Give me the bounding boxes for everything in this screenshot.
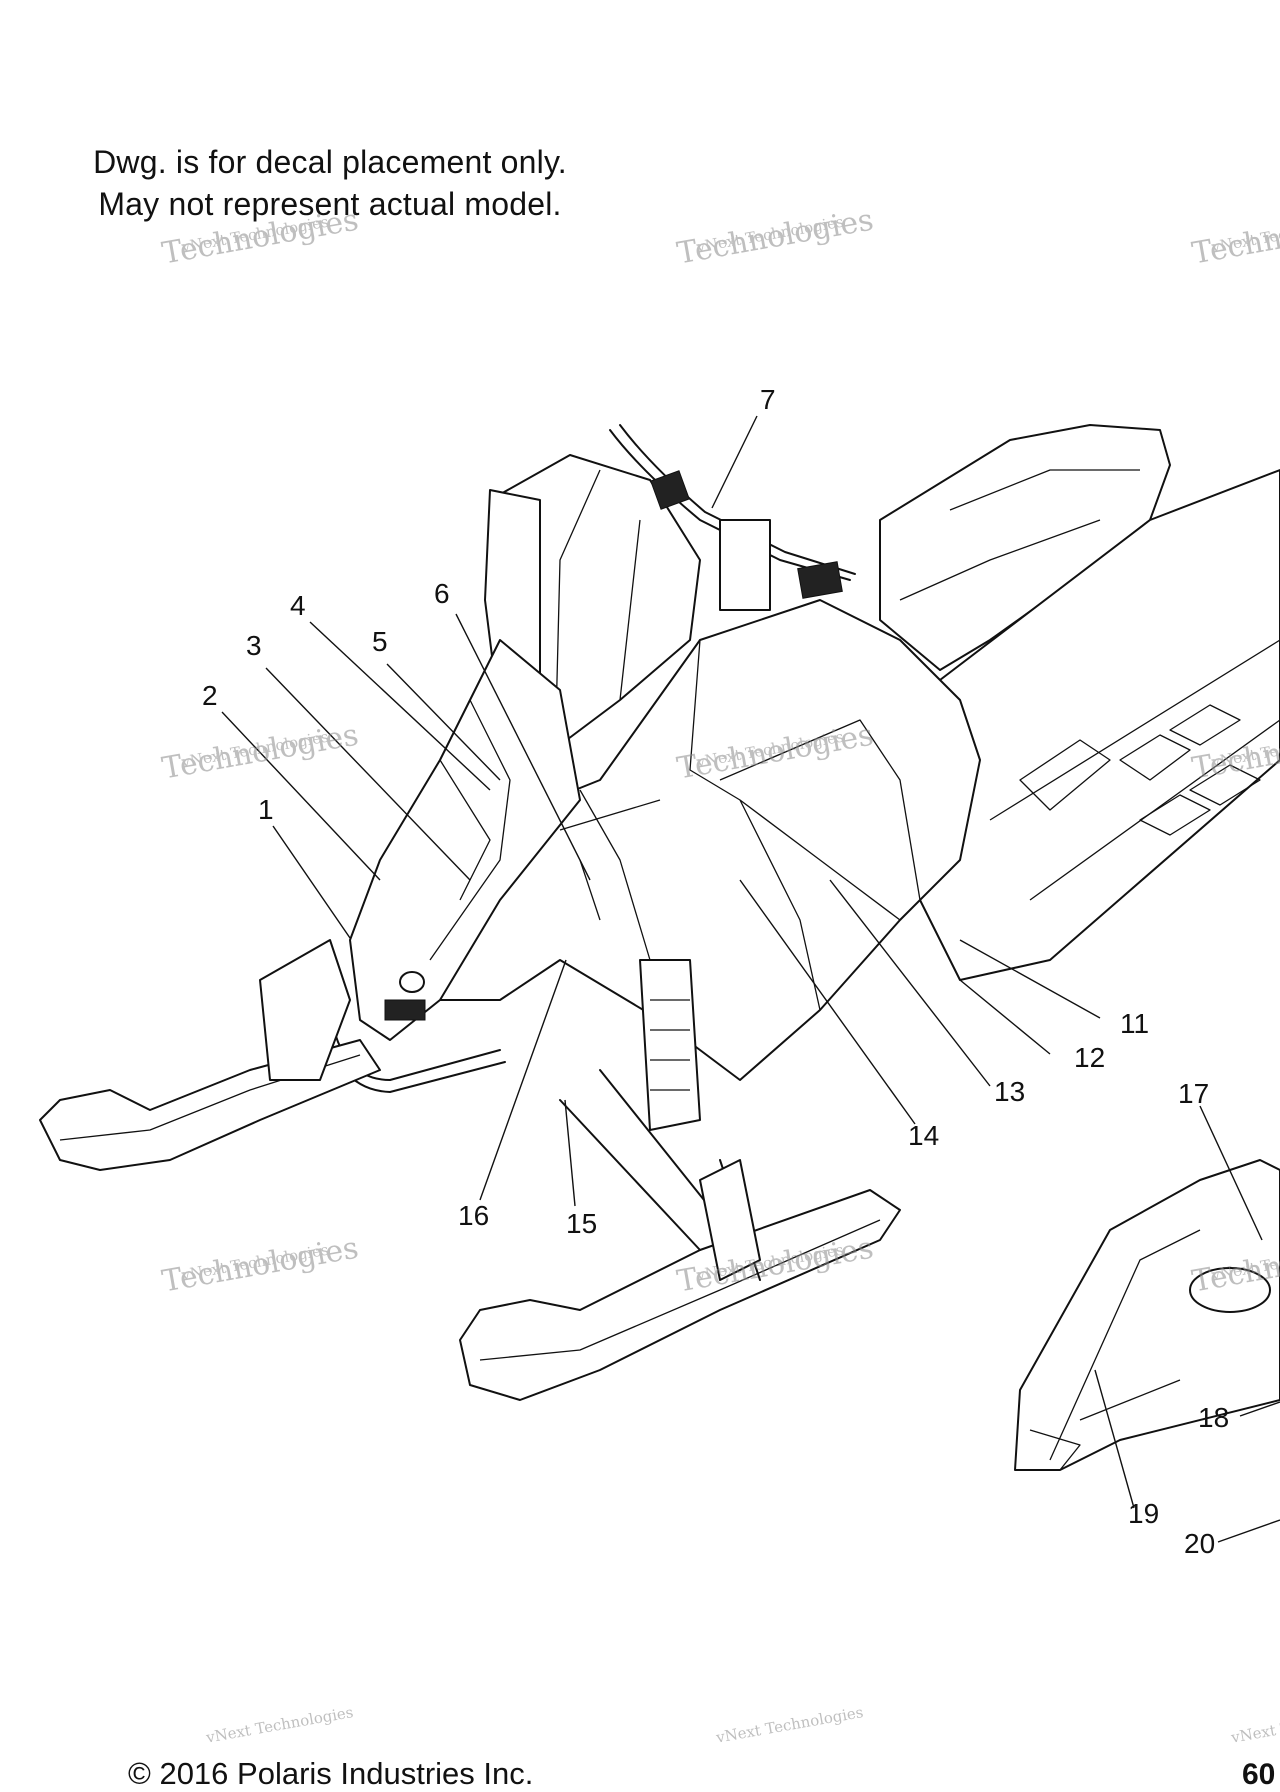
tunnel xyxy=(919,469,1280,981)
callout-12: 12 xyxy=(1074,1042,1106,1073)
callout-16: 16 xyxy=(458,1200,490,1231)
front-suspension xyxy=(559,959,761,1281)
callout-18: 18 xyxy=(1198,1402,1230,1433)
left-ski xyxy=(39,939,381,1171)
copyright-notice: © 2016 Polaris Industries Inc. xyxy=(128,1756,534,1791)
leader-lines xyxy=(221,415,1280,1543)
callout-7: 7 xyxy=(760,384,776,415)
callout-1: 1 xyxy=(258,794,274,825)
handlebar xyxy=(609,424,856,611)
callout-14: 14 xyxy=(908,1120,940,1151)
page-number: 60 xyxy=(1242,1758,1276,1791)
callout-13: 13 xyxy=(994,1076,1026,1107)
rear-snowflap xyxy=(1014,1159,1280,1471)
placement-note-line1: Dwg. is for decal placement only. xyxy=(93,144,567,180)
callout-3: 3 xyxy=(246,630,262,661)
callout-17: 17 xyxy=(1178,1078,1210,1109)
callout-19: 19 xyxy=(1128,1498,1160,1529)
callout-5: 5 xyxy=(372,626,388,657)
callout-11: 11 xyxy=(1120,1008,1150,1039)
callout-2: 2 xyxy=(202,680,218,711)
callout-4: 4 xyxy=(290,590,306,621)
callout-15: 15 xyxy=(566,1208,598,1239)
nose xyxy=(319,639,581,1093)
right-ski xyxy=(459,1189,901,1401)
placement-note-line2: May not represent actual model. xyxy=(98,186,562,222)
callout-20: 20 xyxy=(1184,1528,1216,1559)
callout-6: 6 xyxy=(434,578,450,609)
